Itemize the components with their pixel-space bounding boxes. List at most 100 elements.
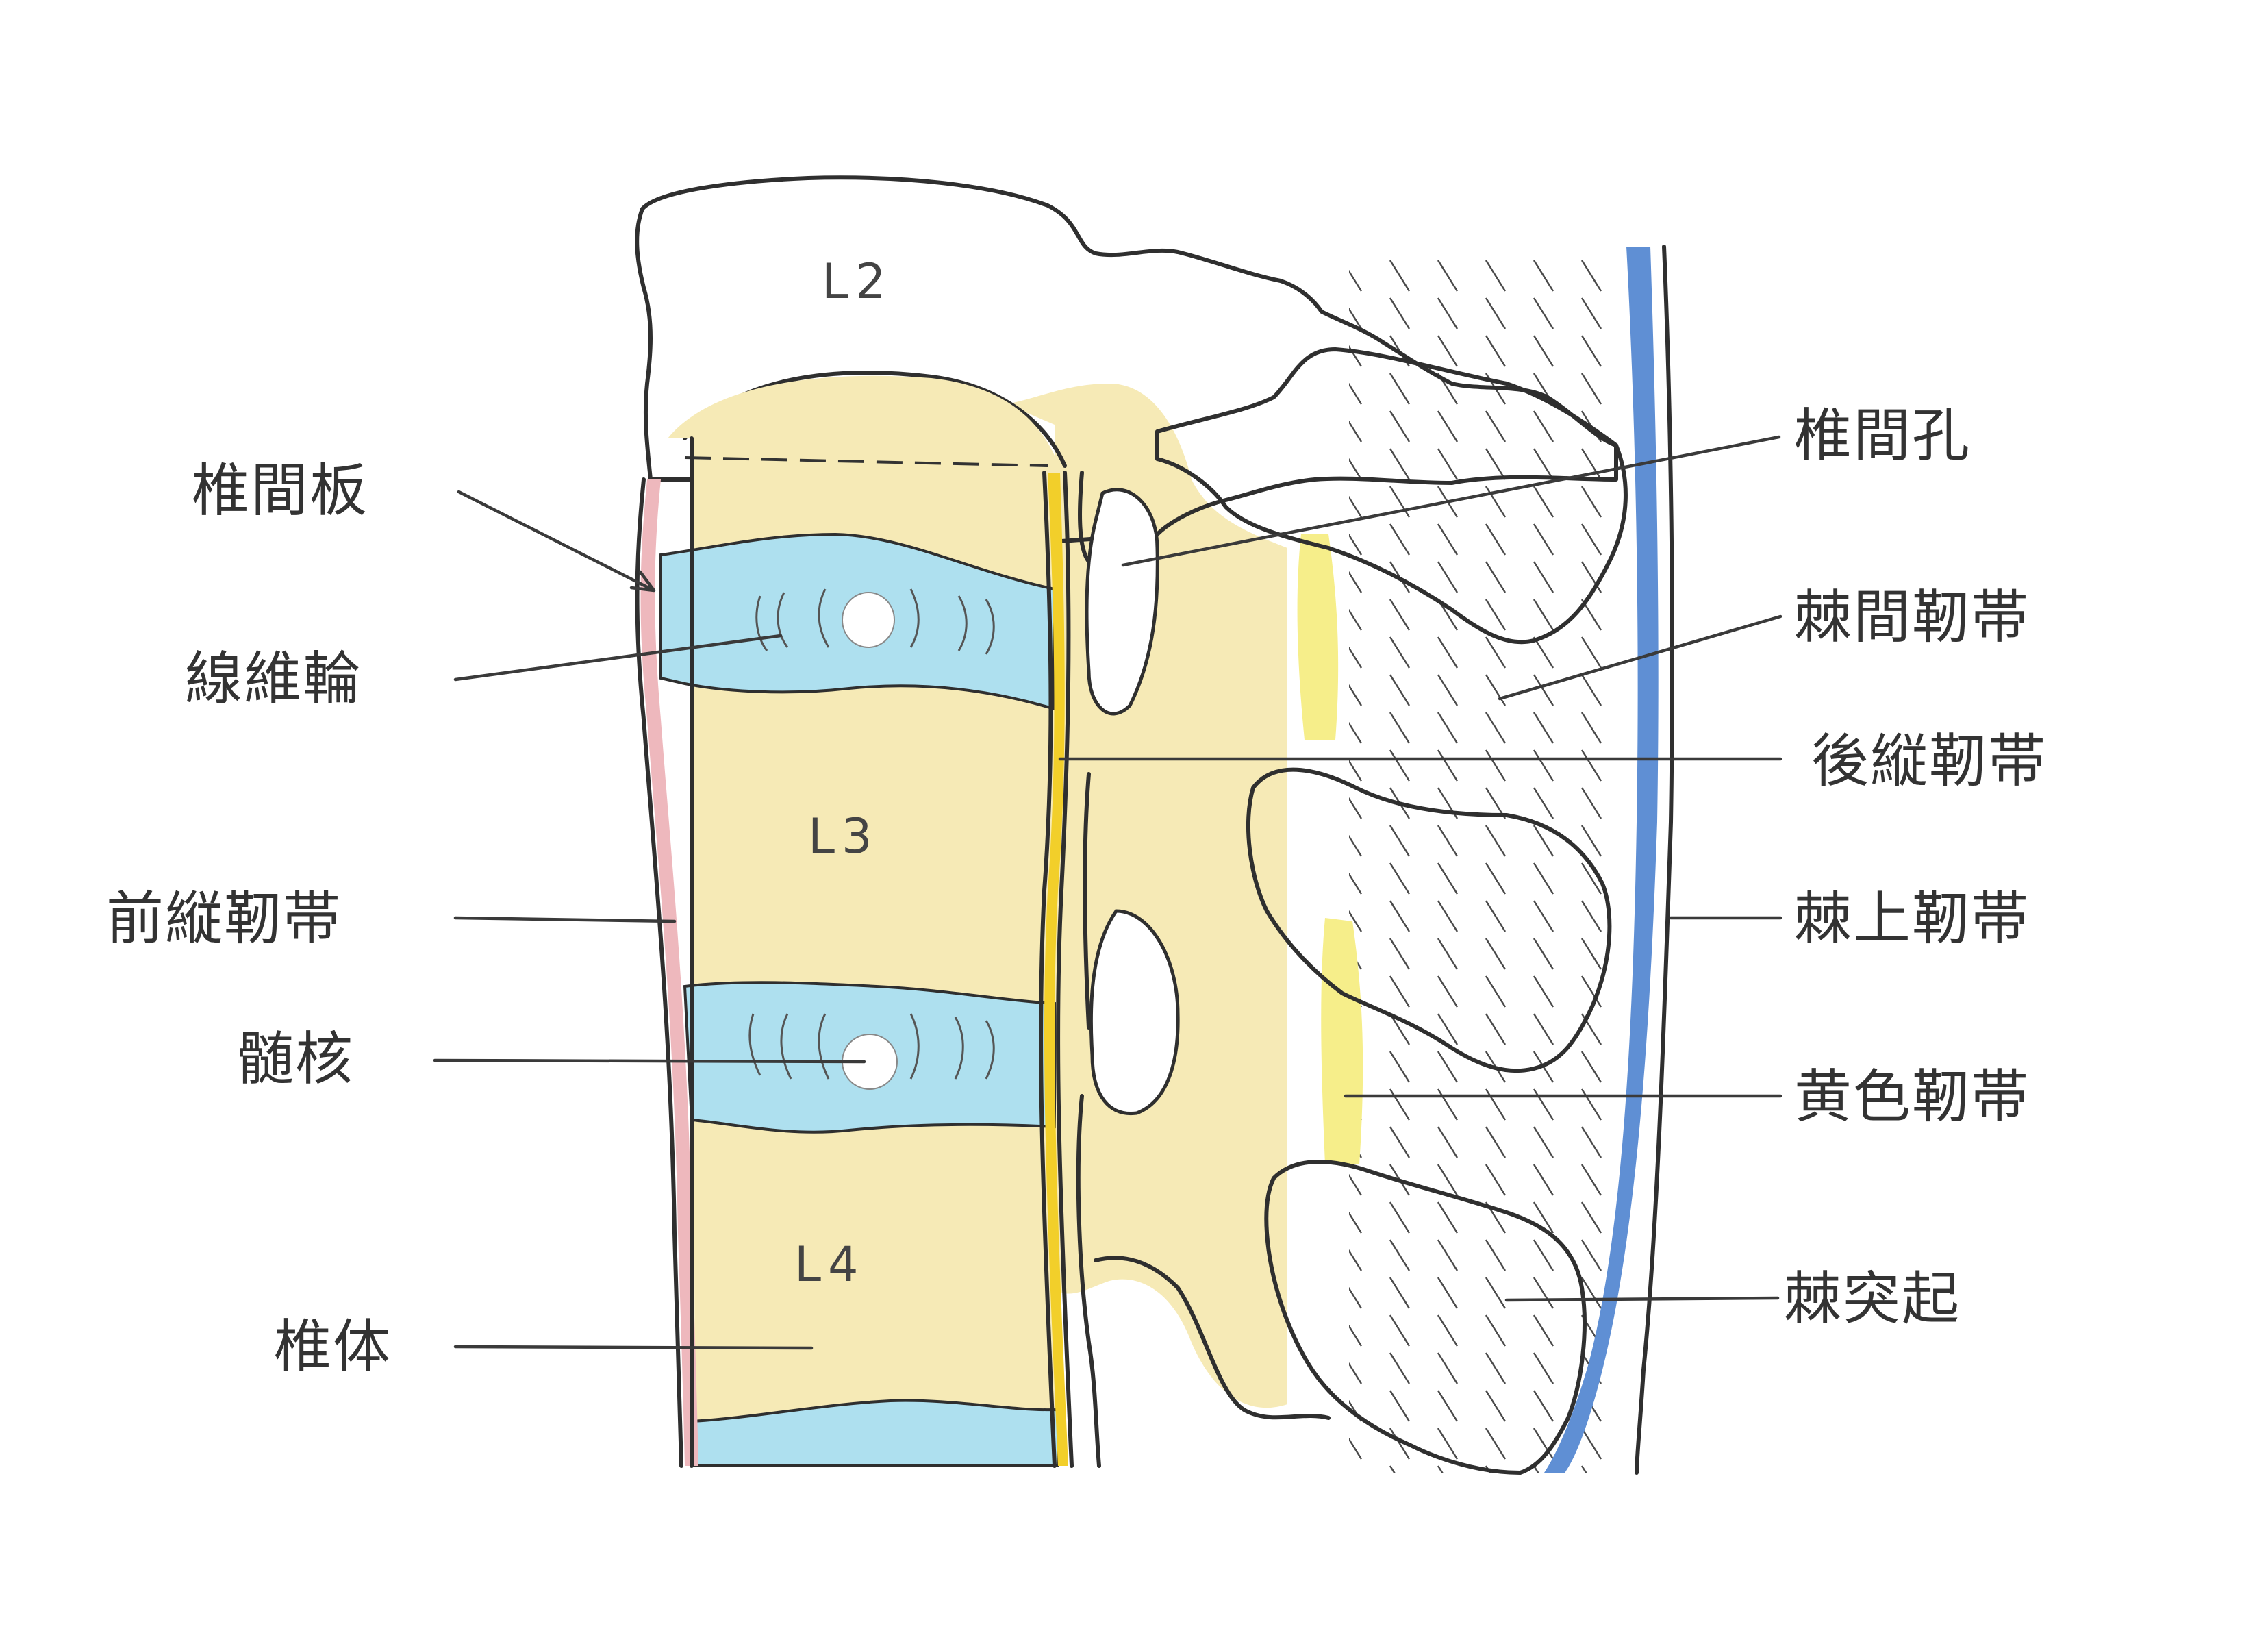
hatch-stroke xyxy=(1580,260,1602,292)
hatch-stroke xyxy=(1533,486,1554,518)
hatch-stroke xyxy=(1389,900,1411,932)
hatch-stroke xyxy=(1485,1277,1507,1309)
hatch-stroke xyxy=(1533,523,1554,556)
hatch-stroke xyxy=(1437,335,1459,367)
hatch-stroke xyxy=(1389,297,1411,329)
leader-interspinous-ligament xyxy=(1498,614,1782,701)
intervertebral-foramen-lower xyxy=(1089,909,1180,1116)
hatch-stroke xyxy=(1580,975,1602,1008)
hatch-stroke xyxy=(1580,1164,1602,1196)
hatch-stroke xyxy=(1533,1277,1554,1309)
hatch-stroke xyxy=(1389,1428,1411,1460)
hatch-stroke xyxy=(1437,712,1459,744)
hatch-stroke xyxy=(1349,1239,1363,1271)
hatch-stroke xyxy=(1389,448,1411,480)
hatch-stroke xyxy=(1389,523,1411,556)
hatch-stroke xyxy=(1349,674,1363,706)
leader-spinous-process xyxy=(1504,1296,1780,1302)
hatch-stroke xyxy=(1437,1013,1459,1045)
hatch-stroke xyxy=(1349,749,1363,782)
hatch-stroke xyxy=(1580,486,1602,518)
hatch-stroke xyxy=(1349,486,1363,518)
intervertebral-disc-lower xyxy=(690,1399,1059,1467)
hatch-stroke xyxy=(1437,561,1459,593)
hatch-stroke xyxy=(1485,1352,1507,1384)
hatch-stroke xyxy=(1533,561,1554,593)
hatch-stroke xyxy=(1349,1164,1363,1196)
hatch-stroke xyxy=(1485,1164,1507,1196)
hatch-stroke xyxy=(1485,1239,1507,1271)
hatch-stroke xyxy=(1485,599,1507,631)
hatch-stroke xyxy=(1437,1126,1459,1158)
ligamentum-flavum-upper xyxy=(1297,534,1339,740)
hatch-stroke xyxy=(1389,825,1411,857)
nucleus-pulposus-upper xyxy=(842,592,895,648)
hatch-stroke xyxy=(1533,825,1554,857)
vertebra-level-l2: L2 xyxy=(822,253,893,310)
hatch-stroke xyxy=(1485,1088,1507,1121)
label-anterior-longitudinal-ligament: 前縦靭帯 xyxy=(106,885,342,952)
hatch-stroke xyxy=(1485,523,1507,556)
hatch-stroke xyxy=(1580,297,1602,329)
hatch-stroke xyxy=(1349,297,1363,329)
hatch-stroke xyxy=(1437,1201,1459,1234)
hatch-stroke xyxy=(1580,636,1602,669)
hatch-stroke xyxy=(1533,1164,1554,1196)
hatch-stroke xyxy=(1580,749,1602,782)
hatch-stroke xyxy=(1389,862,1411,895)
hatch-stroke xyxy=(1389,1126,1411,1158)
spinous-process-lower xyxy=(1264,1160,1587,1475)
hatch-stroke xyxy=(1349,862,1363,895)
hatch-stroke xyxy=(1437,523,1459,556)
label-supraspinous-ligament: 棘上靭帯 xyxy=(1794,885,2030,952)
hatch-stroke xyxy=(1485,825,1507,857)
hatch-stroke xyxy=(1349,636,1363,669)
hatch-stroke xyxy=(1533,260,1554,292)
leader-annulus-fibrosus xyxy=(453,634,783,682)
hatch-stroke xyxy=(1437,1088,1459,1121)
hatch-stroke xyxy=(1389,749,1411,782)
hatch-stroke xyxy=(1437,825,1459,857)
hatch-stroke xyxy=(1533,862,1554,895)
leader-nucleus-pulposus xyxy=(433,1058,866,1064)
hatch-stroke xyxy=(1485,335,1507,367)
hatch-stroke xyxy=(1389,636,1411,669)
ligamentum-flavum-lower xyxy=(1321,918,1363,1164)
hatch-stroke xyxy=(1485,561,1507,593)
label-interspinous-ligament: 棘間靭帯 xyxy=(1794,584,2030,651)
hatch-stroke xyxy=(1389,975,1411,1008)
hatch-stroke xyxy=(1437,975,1459,1008)
hatch-stroke xyxy=(1349,599,1363,631)
hatch-stroke xyxy=(1485,297,1507,329)
hatch-stroke xyxy=(1389,1352,1411,1384)
hatch-stroke xyxy=(1437,1352,1459,1384)
hatch-stroke xyxy=(1437,448,1459,480)
hatch-stroke xyxy=(1485,410,1507,442)
hatch-stroke xyxy=(1580,712,1602,744)
endplate-dashed-line xyxy=(684,456,1048,467)
hatch-stroke xyxy=(1349,561,1363,593)
hatch-stroke xyxy=(1533,448,1554,480)
hatch-stroke xyxy=(1349,373,1363,405)
hatch-stroke xyxy=(1485,1390,1507,1422)
hatch-stroke xyxy=(1437,862,1459,895)
hatch-stroke xyxy=(1389,260,1411,292)
hatch-stroke xyxy=(1485,1314,1507,1347)
hatch-stroke xyxy=(1389,599,1411,631)
hatch-stroke xyxy=(1580,674,1602,706)
hatch-stroke xyxy=(1533,335,1554,367)
interspinous-hatching xyxy=(1349,247,1633,1473)
hatch-stroke xyxy=(1485,486,1507,518)
hatch-stroke xyxy=(1389,1088,1411,1121)
posterior-longitudinal-ligament xyxy=(1044,473,1068,1466)
hatch-stroke xyxy=(1349,1201,1363,1234)
hatch-stroke xyxy=(1437,1239,1459,1271)
hatch-stroke xyxy=(1580,335,1602,367)
hatch-stroke xyxy=(1580,448,1602,480)
hatch-stroke xyxy=(1580,1428,1602,1460)
vertebra-level-l3: L3 xyxy=(808,808,879,864)
hatch-stroke xyxy=(1580,787,1602,819)
hatch-stroke xyxy=(1437,1051,1459,1083)
label-nucleus-pulposus: 髄核 xyxy=(236,1025,354,1093)
hatch-stroke xyxy=(1485,900,1507,932)
